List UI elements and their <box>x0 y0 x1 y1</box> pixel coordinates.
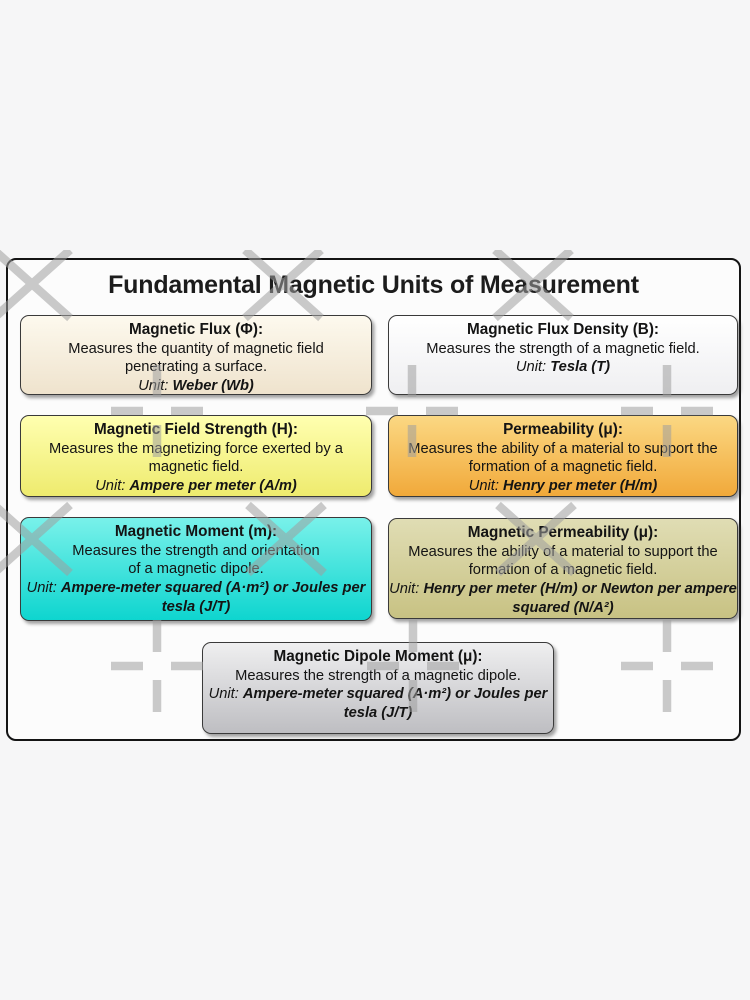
box-unit-line: Unit: Tesla (T) <box>389 358 737 377</box>
box-heading: Permeability (μ): <box>503 421 623 438</box>
unit-box-permeability: Permeability (μ): Measures the ability o… <box>388 415 738 497</box>
box-body: Measures the ability of a material to su… <box>408 440 718 476</box>
box-unit-line: Unit: Ampere-meter squared (A·m²) or Jou… <box>21 579 371 616</box>
unit-label: Unit: <box>26 579 57 596</box>
unit-box-magnetic-flux: Magnetic Flux (Φ): Measures the quantity… <box>20 315 372 395</box>
box-heading: Magnetic Field Strength (H): <box>94 421 298 438</box>
box-heading: Magnetic Permeability (μ): <box>467 524 659 541</box>
box-heading: Magnetic Dipole Moment (μ): <box>273 648 483 665</box>
unit-box-magnetic-moment: Magnetic Moment (m): Measures the streng… <box>20 517 372 621</box>
card-title: Fundamental Magnetic Units of Measuremen… <box>108 271 639 299</box>
unit-value: Henry per meter (H/m) <box>503 477 658 494</box>
unit-value: Ampere-meter squared (A·m²) or Joules pe… <box>60 579 366 615</box>
box-heading: Magnetic Moment (m): <box>114 523 278 540</box>
box-unit-line: Unit: Henry per meter (H/m) <box>389 477 737 496</box>
unit-label: Unit: <box>515 359 547 376</box>
unit-box-magnetic-permeability: Magnetic Permeability (μ): Measures the … <box>388 518 738 619</box>
box-heading: Magnetic Flux (Φ): <box>128 321 264 338</box>
unit-label: Unit: <box>389 580 420 597</box>
unit-label: Unit: <box>95 477 126 494</box>
info-card: Fundamental Magnetic Units of Measuremen… <box>6 258 741 741</box>
unit-box-magnetic-dipole-moment: Magnetic Dipole Moment (μ): Measures the… <box>202 642 554 734</box>
box-unit-line: Unit: Ampere per meter (A/m) <box>21 477 371 496</box>
box-body: Measures the quantity of magnetic field … <box>68 340 324 376</box>
unit-value: Ampere-meter squared (A·m²) or Joules pe… <box>242 686 548 721</box>
box-body: Measures the ability of a material to su… <box>408 543 718 579</box>
box-body: Measures the strength of a magnetic dipo… <box>235 667 521 684</box>
unit-label: Unit: <box>138 377 169 394</box>
unit-value: Tesla (T) <box>550 359 611 376</box>
box-unit-line: Unit: Ampere-meter squared (A·m²) or Jou… <box>203 685 553 722</box>
box-body: Measures the strength and orientation of… <box>72 542 320 578</box>
box-body: Measures the strength of a magnetic fiel… <box>426 340 700 357</box>
unit-box-magnetic-field-strength: Magnetic Field Strength (H): Measures th… <box>20 415 372 497</box>
unit-label: Unit: <box>208 686 239 703</box>
box-body: Measures the magnetizing force exerted b… <box>49 440 343 476</box>
box-heading: Magnetic Flux Density (B): <box>466 321 660 338</box>
unit-value: Weber (Wb) <box>172 377 254 394</box>
box-unit-line: Unit: Henry per meter (H/m) or Newton pe… <box>389 580 737 617</box>
unit-box-magnetic-flux-density: Magnetic Flux Density (B): Measures the … <box>388 315 738 395</box>
unit-value: Ampere per meter (A/m) <box>129 477 297 494</box>
unit-value: Henry per meter (H/m) or Newton per ampe… <box>423 580 737 616</box>
box-unit-line: Unit: Weber (Wb) <box>21 377 371 396</box>
unit-label: Unit: <box>468 477 499 494</box>
